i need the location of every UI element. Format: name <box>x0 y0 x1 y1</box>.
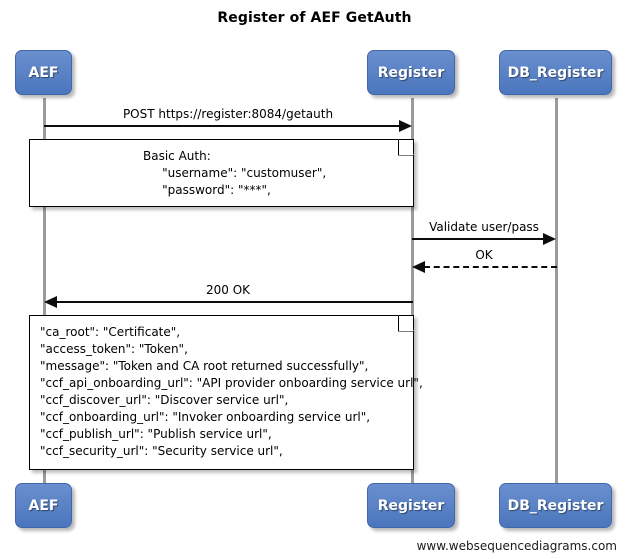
message-arrowhead-ok <box>412 261 425 273</box>
participant-label-db-register-top: DB_Register <box>507 64 604 81</box>
message-arrowhead-validate-user-pass <box>543 233 556 245</box>
lifeline-register <box>411 98 414 488</box>
message-label-post-getauth: POST https://register:8084/getauth <box>122 107 334 121</box>
lifeline-aef <box>43 98 46 488</box>
message-arrowhead-200-ok <box>44 296 57 308</box>
footer-watermark: www.websequencediagrams.com <box>416 539 617 553</box>
note-response-line-6: "ccf_publish_url": "Publish service url"… <box>40 427 272 441</box>
participant-label-register-top: Register <box>377 64 445 81</box>
lifeline-db-register <box>555 98 558 488</box>
note-response-line-0: "ca_root": "Certificate", <box>40 325 181 339</box>
note-response-line-3: "ccf_api_onboarding_url": "API provider … <box>40 376 423 390</box>
participant-label-aef-bottom: AEF <box>28 497 59 514</box>
participant-box-aef-top[interactable]: AEF <box>15 50 72 95</box>
participant-label-aef-top: AEF <box>28 64 59 81</box>
message-line-post-getauth <box>44 125 401 127</box>
note-response-line-4: "ccf_discover_url": "Discover service ur… <box>40 393 289 407</box>
message-line-200-ok <box>56 301 413 303</box>
note-fold-icon <box>397 138 415 156</box>
page-title: Register of AEF GetAuth <box>217 10 412 26</box>
note-response-line-7: "ccf_security_url": "Security service ur… <box>40 444 283 458</box>
message-label-200-ok: 200 OK <box>205 283 251 297</box>
note-basic-auth: Basic Auth: "username": "customuser", "p… <box>29 138 415 207</box>
note-basic-auth-line-0: Basic Auth: <box>143 149 211 163</box>
participant-box-aef-bottom[interactable]: AEF <box>15 483 72 528</box>
participant-box-register-bottom[interactable]: Register <box>367 483 455 528</box>
message-arrowhead-post-getauth <box>399 120 412 132</box>
message-label-validate-user-pass: Validate user/pass <box>429 220 539 234</box>
note-response-line-1: "access_token": "Token", <box>40 342 188 356</box>
note-basic-auth-line-1: "username": "customuser", <box>143 166 327 180</box>
participant-label-register-bottom: Register <box>377 497 445 514</box>
message-label-ok: OK <box>475 248 493 262</box>
note-response-line-2: "message": "Token and CA root returned s… <box>40 359 369 373</box>
note-fold-icon <box>397 314 415 332</box>
message-line-validate-user-pass <box>412 238 545 240</box>
participant-box-register-top[interactable]: Register <box>367 50 455 95</box>
participant-box-db-register-bottom[interactable]: DB_Register <box>499 483 612 528</box>
note-basic-auth-line-2: "password": "***", <box>143 183 271 197</box>
participant-label-db-register-bottom: DB_Register <box>507 497 604 514</box>
participant-box-db-register-top[interactable]: DB_Register <box>499 50 612 95</box>
note-response-body: "ca_root": "Certificate", "access_token"… <box>29 314 423 470</box>
message-line-ok <box>424 266 557 268</box>
note-response-line-5: "ccf_onboarding_url": "Invoker onboardin… <box>40 410 371 424</box>
